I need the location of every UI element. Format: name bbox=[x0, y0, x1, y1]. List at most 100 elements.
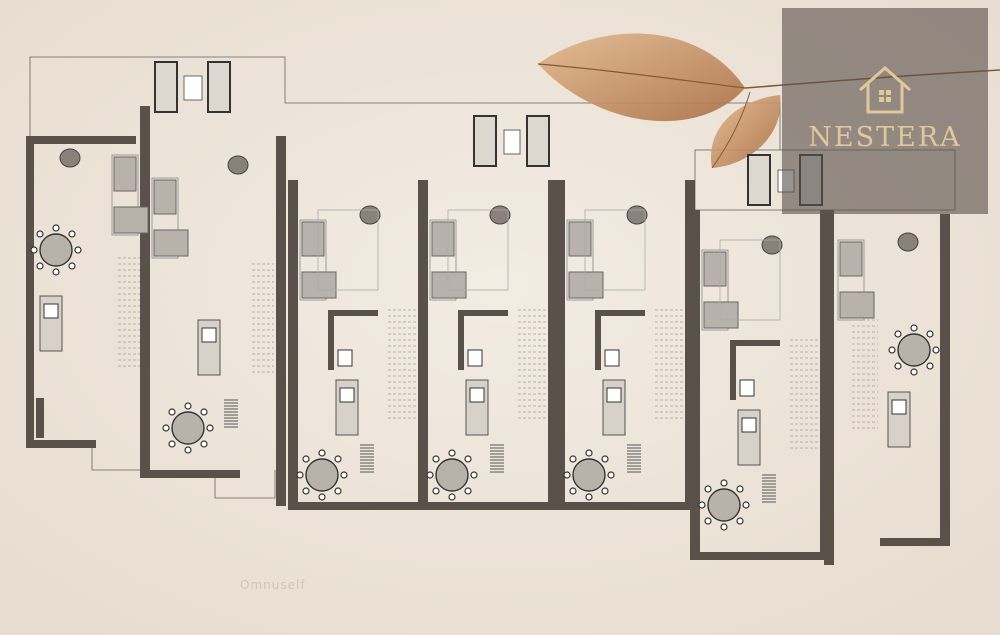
chair-icon bbox=[432, 487, 440, 495]
chair-icon bbox=[926, 362, 934, 370]
plant-icon bbox=[897, 232, 919, 252]
chair-icon bbox=[334, 487, 342, 495]
interior-wall bbox=[730, 340, 736, 400]
cooktop-icon bbox=[43, 303, 59, 319]
rug-outline bbox=[584, 209, 646, 291]
unit-wall bbox=[690, 210, 700, 560]
cooktop-icon bbox=[201, 327, 217, 343]
chair-icon bbox=[585, 493, 593, 501]
chair-icon bbox=[563, 471, 571, 479]
chair-icon bbox=[200, 440, 208, 448]
dining-table-icon bbox=[39, 233, 73, 267]
chair-icon bbox=[910, 368, 918, 376]
chair-icon bbox=[74, 246, 82, 254]
interior-wall bbox=[730, 340, 780, 346]
cooktop-icon bbox=[741, 417, 757, 433]
unit-wall bbox=[140, 470, 240, 478]
chair-icon bbox=[569, 487, 577, 495]
unit-wall bbox=[276, 136, 286, 506]
sofa-icon bbox=[566, 219, 594, 301]
chair-icon bbox=[926, 330, 934, 338]
chair-icon bbox=[742, 501, 750, 509]
toilet-icon bbox=[467, 349, 483, 367]
unit-wall bbox=[288, 502, 428, 510]
chair-icon bbox=[30, 246, 38, 254]
patio-table-icon bbox=[183, 75, 203, 101]
unit-wall bbox=[824, 210, 834, 565]
chair-icon bbox=[704, 517, 712, 525]
watermark-text: Omnuself bbox=[240, 578, 306, 592]
chair-icon bbox=[888, 346, 896, 354]
interior-wall bbox=[595, 310, 601, 370]
cooktop-icon bbox=[469, 387, 485, 403]
patio-table-icon bbox=[503, 129, 521, 155]
plant-icon bbox=[761, 235, 783, 255]
chair-icon bbox=[168, 408, 176, 416]
chair-icon bbox=[736, 517, 744, 525]
unit-wall bbox=[418, 502, 558, 510]
dining-table-icon bbox=[897, 333, 931, 367]
unit-wall bbox=[690, 552, 830, 560]
unit-wall bbox=[555, 502, 695, 510]
chair-icon bbox=[302, 455, 310, 463]
interior-wall bbox=[458, 310, 508, 316]
chair-icon bbox=[894, 330, 902, 338]
dining-table-icon bbox=[707, 488, 741, 522]
toilet-icon bbox=[337, 349, 353, 367]
patio-sofa-icon bbox=[154, 61, 178, 113]
interior-wall bbox=[595, 310, 645, 316]
rug-outline bbox=[317, 209, 379, 291]
patio-sofa-icon bbox=[747, 154, 771, 206]
plant-icon bbox=[359, 205, 381, 225]
house-icon bbox=[859, 66, 911, 114]
sofa-icon bbox=[701, 249, 729, 331]
chair-icon bbox=[894, 362, 902, 370]
chair-icon bbox=[932, 346, 940, 354]
chair-icon bbox=[426, 471, 434, 479]
chair-icon bbox=[302, 487, 310, 495]
chair-icon bbox=[464, 487, 472, 495]
unit-wall bbox=[418, 180, 428, 510]
brand-name: NESTERA bbox=[808, 122, 962, 153]
interior-wall bbox=[328, 310, 378, 316]
dining-table-icon bbox=[435, 458, 469, 492]
unit-wall bbox=[26, 440, 96, 448]
cooktop-icon bbox=[339, 387, 355, 403]
chair-icon bbox=[68, 262, 76, 270]
dining-table-icon bbox=[305, 458, 339, 492]
unit-wall bbox=[26, 136, 34, 446]
chair-icon bbox=[698, 501, 706, 509]
sofa-icon bbox=[299, 219, 327, 301]
sofa-icon bbox=[151, 177, 179, 259]
plant-icon bbox=[626, 205, 648, 225]
chair-icon bbox=[296, 471, 304, 479]
chair-icon bbox=[68, 230, 76, 238]
chair-icon bbox=[720, 479, 728, 487]
sofa-icon bbox=[429, 219, 457, 301]
plant-icon bbox=[489, 205, 511, 225]
chair-icon bbox=[162, 424, 170, 432]
rug-outline bbox=[719, 239, 781, 321]
toilet-icon bbox=[604, 349, 620, 367]
unit-wall bbox=[548, 180, 558, 510]
patio-sofa-icon bbox=[526, 115, 550, 167]
interior-wall bbox=[328, 310, 334, 370]
dining-table-icon bbox=[572, 458, 606, 492]
patio-sofa-icon bbox=[473, 115, 497, 167]
cooktop-icon bbox=[606, 387, 622, 403]
chair-icon bbox=[601, 487, 609, 495]
plant-icon bbox=[227, 155, 249, 175]
unit-wall bbox=[880, 538, 950, 546]
chair-icon bbox=[52, 268, 60, 276]
chair-icon bbox=[334, 455, 342, 463]
chair-icon bbox=[168, 440, 176, 448]
unit-wall bbox=[26, 136, 136, 144]
toilet-icon bbox=[739, 379, 755, 397]
chair-icon bbox=[432, 455, 440, 463]
chair-icon bbox=[585, 449, 593, 457]
interior-wall bbox=[458, 310, 464, 370]
chair-icon bbox=[340, 471, 348, 479]
chair-icon bbox=[601, 455, 609, 463]
chair-icon bbox=[910, 324, 918, 332]
